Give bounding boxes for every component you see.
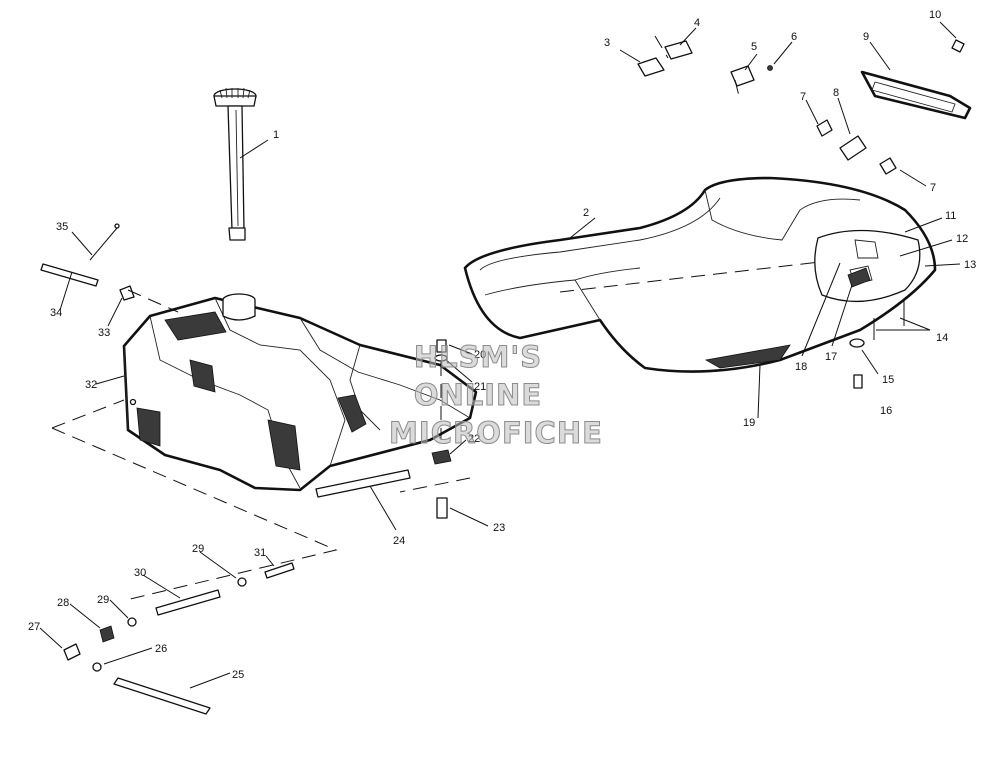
callout-35: 35: [56, 221, 68, 233]
clip-17: [847, 267, 871, 288]
callout-25: 25: [232, 669, 244, 681]
fuel-tank: [122, 293, 478, 492]
watermark-line-3: MICROFICHE: [389, 416, 603, 450]
nut-6: [767, 65, 773, 71]
bumper-7a: [816, 119, 833, 137]
assembly-lines: [51, 35, 821, 601]
bolt-20: [436, 339, 447, 353]
cap-29b: [237, 577, 247, 587]
callout-29b: 29: [192, 543, 204, 555]
bulb-8: [839, 135, 867, 161]
callout-3: 3: [604, 37, 610, 49]
rod-34: [40, 263, 99, 287]
fitting-33: [119, 285, 135, 301]
tie-35: [114, 223, 120, 229]
callout-10: 10: [929, 9, 941, 21]
bolt-23: [436, 497, 448, 519]
callout-2: 2: [583, 207, 589, 219]
watermark: HLSM'S ONLINE MICROFICHE: [389, 340, 603, 451]
callout-23: 23: [493, 522, 505, 534]
callout-19: 19: [743, 417, 755, 429]
callout-9: 9: [863, 31, 869, 43]
callout-8: 8: [833, 87, 839, 99]
callout-34: 34: [50, 307, 62, 319]
callout-14: 14: [936, 332, 948, 344]
callout-1: 1: [273, 129, 279, 141]
callout-27: 27: [28, 621, 40, 633]
callout-11: 11: [945, 210, 956, 222]
callout-20: 20: [474, 349, 486, 361]
callout-5: 5: [751, 41, 757, 53]
rod-30: [155, 589, 221, 616]
callout-12: 12: [956, 233, 968, 245]
watermark-line-2: ONLINE: [414, 378, 542, 412]
callout-31: 31: [254, 547, 266, 559]
callout-32: 32: [85, 379, 97, 391]
fuel-sender-tube: [213, 87, 257, 241]
callout-30: 30: [134, 567, 146, 579]
callout-17: 17: [825, 351, 837, 363]
plate-5: [730, 65, 755, 87]
washer-15: [849, 338, 865, 348]
callout-28: 28: [57, 597, 69, 609]
callout-26: 26: [155, 643, 167, 655]
watermark-line-1: HLSM'S: [414, 340, 542, 374]
seat: [463, 176, 937, 373]
washer-21: [434, 354, 448, 362]
callout-7b: 7: [930, 182, 936, 194]
bracket-22: [431, 449, 452, 465]
callout-7a: 7: [800, 91, 806, 103]
callout-4: 4: [694, 17, 700, 29]
grommet-26: [92, 662, 102, 672]
callout-labels: 1 2 3 4 5 6 7 7 8 9 10 11 12 13 14 15 16…: [28, 9, 976, 681]
fitting-27: [63, 643, 81, 661]
callout-24: 24: [393, 535, 405, 547]
callout-13: 13: [964, 259, 976, 271]
bolt-16: [853, 374, 863, 389]
taillight-9: [860, 70, 972, 120]
bar-24: [315, 469, 411, 498]
callout-6: 6: [791, 31, 797, 43]
callout-16: 16: [880, 405, 892, 417]
cap-29a: [127, 617, 137, 627]
callout-22: 22: [468, 433, 480, 445]
pad-3: [637, 57, 665, 77]
bushing-28: [99, 625, 115, 643]
callout-18: 18: [795, 361, 807, 373]
callout-21: 21: [474, 381, 486, 393]
screw-10: [951, 39, 965, 53]
callout-15: 15: [882, 374, 894, 386]
leader-lines: [39, 21, 961, 689]
hardware-parts: [40, 39, 972, 715]
callout-29a: 29: [97, 594, 109, 606]
pad-4: [664, 40, 693, 60]
rod-25: [113, 677, 211, 715]
callout-33: 33: [98, 327, 110, 339]
bumper-7b: [879, 157, 897, 175]
fitting-31: [264, 562, 295, 579]
